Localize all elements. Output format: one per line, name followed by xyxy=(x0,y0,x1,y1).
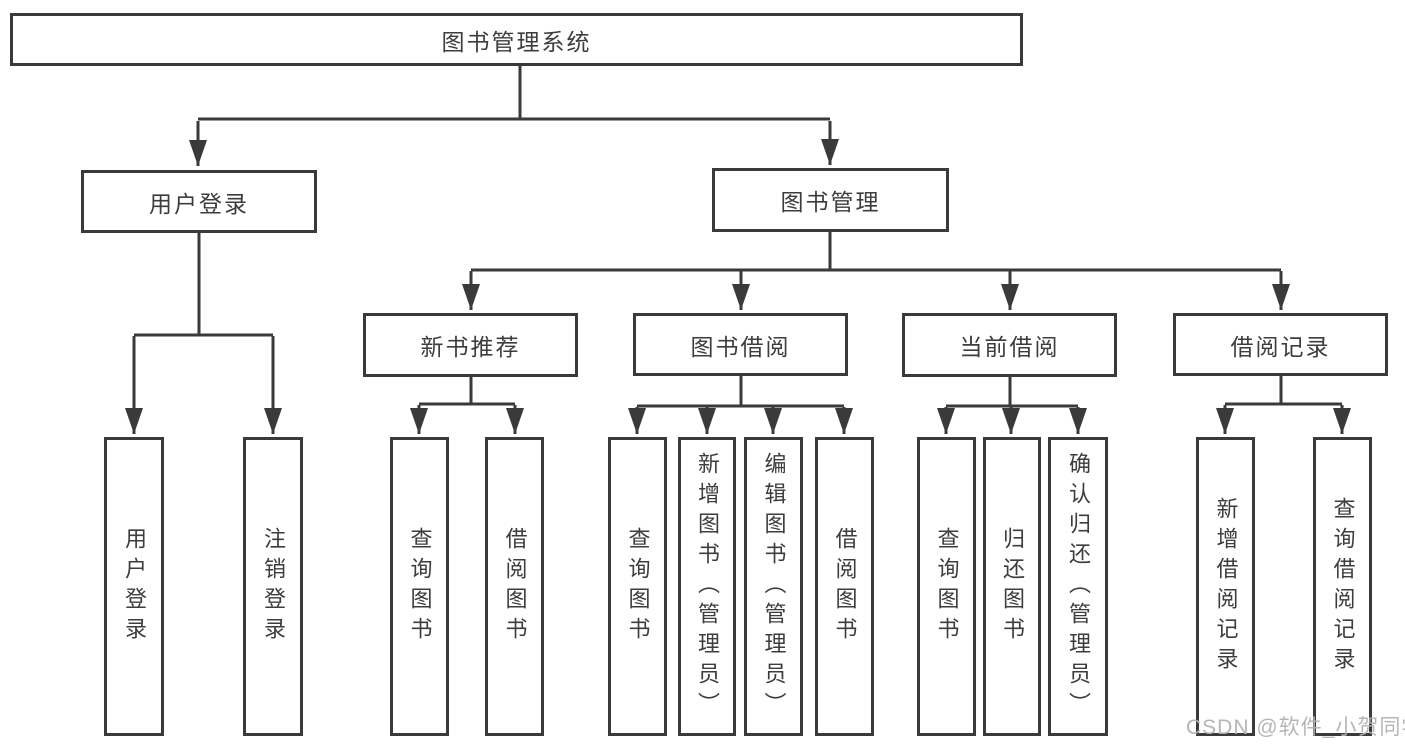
node-new-book-recommendation-label: 新书推荐 xyxy=(420,334,521,360)
node-book-management-label: 图书管理 xyxy=(780,189,881,215)
leaf-add-book-admin: 新增图书（管理员） xyxy=(678,437,736,736)
node-current-borrowing: 当前借阅 xyxy=(902,313,1117,377)
node-book-borrowing: 图书借阅 xyxy=(633,313,848,376)
csdn-watermark: CSDN @软件_小贺同学 xyxy=(1186,716,1405,739)
node-user-login: 用户登录 xyxy=(81,170,317,233)
connector-new-book-trunk xyxy=(419,376,515,406)
leaf-return-books: 归还图书 xyxy=(983,437,1041,736)
node-borrowing-records-label: 借阅记录 xyxy=(1230,333,1331,360)
node-book-management: 图书管理 xyxy=(712,168,949,232)
leaf-query-books-current-label: 查询图书 xyxy=(934,526,960,647)
node-user-login-label: 用户登录 xyxy=(149,190,249,217)
leaf-add-borrow-record: 新增借阅记录 xyxy=(1196,437,1255,736)
leaf-logout: 注销登录 xyxy=(243,437,303,736)
leaf-return-books-label: 归还图书 xyxy=(1000,526,1025,647)
leaf-query-books-borrowing-label: 查询图书 xyxy=(625,526,651,647)
node-new-book-recommendation: 新书推荐 xyxy=(363,313,578,377)
leaf-edit-book-admin: 编辑图书（管理员） xyxy=(744,437,803,736)
node-borrowing-records: 借阅记录 xyxy=(1173,313,1388,376)
node-current-borrowing-label: 当前借阅 xyxy=(959,334,1060,360)
connector-book-borrow-trunk xyxy=(637,376,844,408)
leaf-confirm-return-admin: 确认归还（管理员） xyxy=(1048,437,1108,736)
leaf-query-books-recommend: 查询图书 xyxy=(390,437,449,736)
leaf-logout-label: 注销登录 xyxy=(261,526,286,647)
leaf-query-borrow-record: 查询借阅记录 xyxy=(1313,437,1372,736)
leaf-user-login-label: 用户登录 xyxy=(122,526,147,647)
node-book-borrowing-label: 图书借阅 xyxy=(690,333,791,360)
leaf-query-borrow-record-label: 查询借阅记录 xyxy=(1330,496,1356,677)
leaf-borrow-books-recommend: 借阅图书 xyxy=(485,437,544,736)
node-root-label: 图书管理系统 xyxy=(441,28,592,55)
leaf-query-books-borrowing: 查询图书 xyxy=(608,437,667,736)
leaf-borrow-books-borrowing: 借阅图书 xyxy=(815,437,874,736)
leaf-borrow-books-recommend-label: 借阅图书 xyxy=(502,526,528,647)
connector-book-mgmt-trunk xyxy=(471,231,1281,272)
connector-current-borrow-trunk xyxy=(946,376,1078,408)
leaf-borrow-books-borrowing-label: 借阅图书 xyxy=(832,526,858,647)
leaf-add-book-admin-label: 新增图书（管理员） xyxy=(695,451,720,722)
leaf-confirm-return-admin-label: 确认归还（管理员） xyxy=(1066,451,1091,722)
connector-user-login-trunk xyxy=(134,232,273,337)
leaf-add-borrow-record-label: 新增借阅记录 xyxy=(1213,496,1239,677)
leaf-edit-book-admin-label: 编辑图书（管理员） xyxy=(761,451,787,722)
node-root: 图书管理系统 xyxy=(10,13,1023,66)
leaf-user-login: 用户登录 xyxy=(104,437,164,736)
leaf-query-books-recommend-label: 查询图书 xyxy=(407,526,433,647)
connector-root-trunk xyxy=(198,64,830,121)
leaf-query-books-current: 查询图书 xyxy=(917,437,976,736)
connector-borrow-records-trunk xyxy=(1225,376,1342,406)
